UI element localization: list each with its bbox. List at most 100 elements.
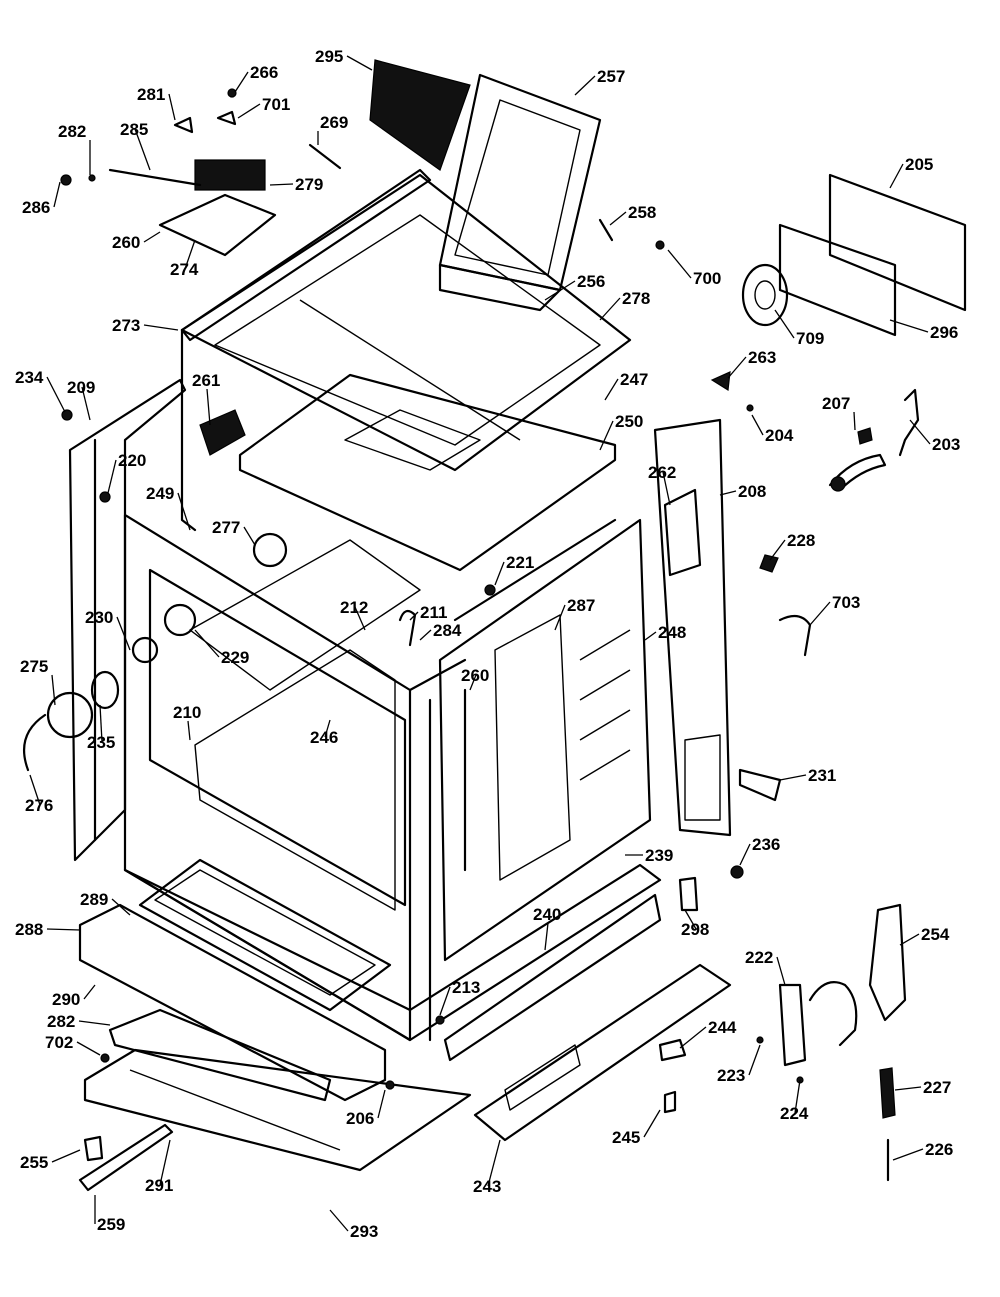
- part-number-label: 230: [85, 608, 113, 627]
- part-number-label: 255: [20, 1153, 48, 1172]
- part-number-label: 234: [15, 368, 44, 387]
- callout-leader: [116, 616, 131, 651]
- range-body: [123, 168, 662, 1042]
- part-number-label: 282: [58, 122, 86, 141]
- callout-leader: [779, 774, 807, 781]
- callout-leader: [727, 356, 747, 379]
- callout-leader: [439, 986, 451, 1016]
- callout-leader: [554, 604, 566, 631]
- callout-leader: [99, 704, 103, 743]
- callout-leader: [184, 239, 196, 270]
- part-number-label: 274: [170, 260, 199, 279]
- callout-leader: [134, 128, 151, 171]
- back-brackets: [741, 173, 967, 337]
- part-number-label: 226: [925, 1140, 953, 1159]
- part-number-label: 257: [597, 67, 625, 86]
- part-number-label: 284: [433, 621, 462, 640]
- callout-leader: [409, 611, 419, 621]
- part-number-label: 260: [112, 233, 140, 252]
- callout-leader: [234, 71, 249, 93]
- callout-leader: [909, 419, 931, 445]
- part-number-label: 700: [693, 269, 721, 288]
- part-number-label: 291: [145, 1176, 173, 1195]
- callout-leader: [894, 1086, 922, 1091]
- left-side-panel: [68, 378, 187, 862]
- callout-leader: [177, 492, 191, 531]
- callout-leader: [187, 720, 191, 741]
- part-number-label: 298: [681, 920, 709, 939]
- part-number-label: 250: [615, 412, 643, 431]
- part-number-label: 261: [192, 371, 220, 390]
- part-number-label: 703: [832, 593, 860, 612]
- part-number-label: 290: [52, 990, 80, 1009]
- part-number-label: 229: [221, 648, 249, 667]
- callout-leader: [769, 539, 786, 561]
- part-number-label: 245: [612, 1128, 640, 1147]
- part-number-label: 701: [262, 95, 290, 114]
- callout-leader: [143, 231, 161, 243]
- callout-leader: [748, 1044, 761, 1076]
- part-number-label: 212: [340, 598, 368, 617]
- back-panel-257: [438, 73, 602, 312]
- callout-leader: [889, 319, 929, 333]
- part-number-label: 285: [120, 120, 148, 139]
- part-number-label: 228: [787, 531, 815, 550]
- part-number-label: 293: [350, 1222, 378, 1241]
- callout-leader: [739, 843, 751, 866]
- callout-leader: [719, 490, 737, 496]
- callout-leader: [46, 928, 81, 931]
- callout-leader: [774, 309, 795, 339]
- grille-295: [369, 59, 471, 171]
- part-number-label: 246: [310, 728, 338, 747]
- callout-leader: [599, 297, 621, 321]
- part-number-label: 260: [461, 666, 489, 685]
- part-number-label: 286: [22, 198, 50, 217]
- callout-leader: [494, 561, 505, 586]
- part-number-label: 204: [765, 426, 794, 445]
- callout-leader: [159, 1139, 171, 1186]
- callout-leader: [662, 471, 671, 506]
- callout-leader: [609, 211, 627, 226]
- callout-leader: [354, 606, 366, 631]
- callout-leader: [51, 674, 56, 706]
- part-number-label: 281: [137, 85, 165, 104]
- callout-leader: [143, 324, 179, 331]
- callout-leader: [644, 631, 657, 641]
- part-number-label: 236: [752, 835, 780, 854]
- part-number-label: 277: [212, 518, 240, 537]
- callout-leader: [667, 249, 692, 279]
- part-number-label: 266: [250, 63, 278, 82]
- callout-leader: [29, 774, 41, 806]
- callout-leader: [599, 420, 614, 451]
- part-number-label: 203: [932, 435, 960, 454]
- part-number-label: 248: [658, 623, 686, 642]
- part-number-label: 209: [67, 378, 95, 397]
- part-number-label: 207: [822, 394, 850, 413]
- callout-leader: [111, 898, 131, 916]
- callout-leader: [329, 1209, 349, 1232]
- part-number-label: 235: [87, 733, 115, 752]
- part-number-label: 227: [923, 1078, 951, 1097]
- part-number-label: 211: [420, 603, 447, 622]
- callout-leader: [574, 75, 596, 96]
- callout-leader: [243, 526, 256, 546]
- callout-leader: [604, 378, 619, 401]
- part-number-label: 276: [25, 796, 53, 815]
- part-number-label: 295: [315, 47, 343, 66]
- hardware-parts: [23, 88, 920, 1182]
- part-number-label: 213: [452, 978, 480, 997]
- callout-leader: [679, 1026, 707, 1049]
- part-number-label: 288: [15, 920, 43, 939]
- part-number-label: 222: [745, 948, 773, 967]
- callout-leader: [76, 1041, 101, 1056]
- callout-leader: [78, 1020, 111, 1026]
- part-number-label: 224: [780, 1104, 809, 1123]
- part-number-label: 221: [506, 553, 534, 572]
- callout-leader: [853, 411, 856, 431]
- right-side-panel: [653, 418, 732, 837]
- part-number-label: 269: [320, 113, 348, 132]
- callout-leader: [892, 1148, 924, 1161]
- part-number-label: 210: [173, 703, 201, 722]
